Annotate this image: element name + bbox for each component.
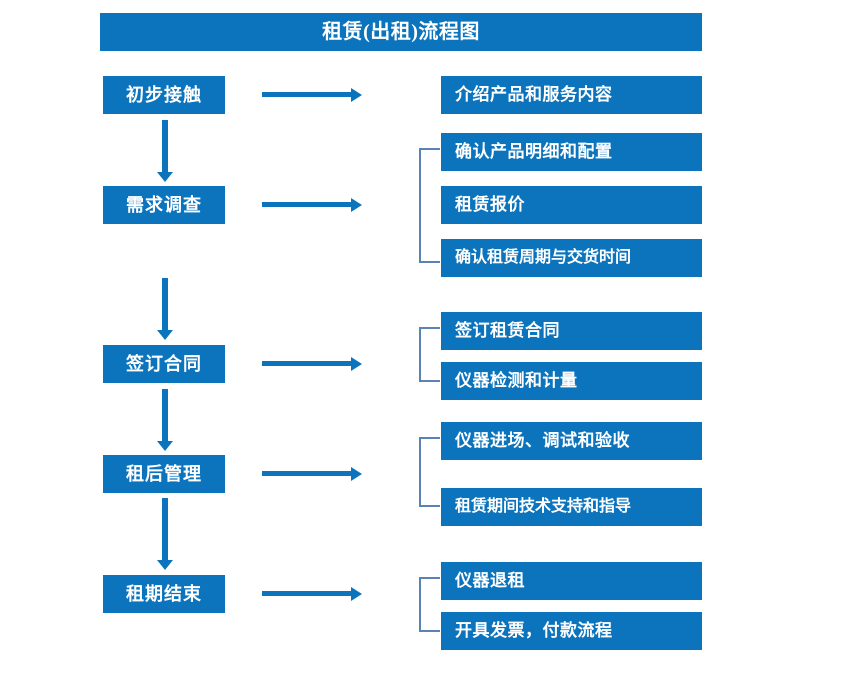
stage-connector-arrow-2 xyxy=(157,278,173,340)
stage-box-5[interactable]: 租期结束 xyxy=(103,575,225,613)
arrow-head-right-icon xyxy=(351,587,362,601)
arrow-shaft xyxy=(162,278,168,330)
arrow-shaft xyxy=(262,202,352,207)
stage-box-3[interactable]: 签订合同 xyxy=(103,345,225,383)
stage-to-task-arrow-1 xyxy=(262,88,362,102)
arrow-head-right-icon xyxy=(351,467,362,481)
arrow-head-right-icon xyxy=(351,198,362,212)
stage-box-2[interactable]: 需求调查 xyxy=(103,186,225,224)
arrow-shaft xyxy=(262,471,352,476)
stage-to-task-arrow-5 xyxy=(262,587,362,601)
arrow-shaft xyxy=(262,591,352,596)
task-box-6[interactable]: 仪器检测和计量 xyxy=(441,362,702,400)
stage-to-task-arrow-2 xyxy=(262,198,362,212)
arrow-head-right-icon xyxy=(351,357,362,371)
stage-connector-arrow-4 xyxy=(157,498,173,570)
task-box-3[interactable]: 租赁报价 xyxy=(441,186,702,224)
arrow-head-down-icon xyxy=(157,172,173,182)
arrow-head-down-icon xyxy=(157,560,173,570)
task-box-9[interactable]: 仪器退租 xyxy=(441,562,702,600)
task-box-5[interactable]: 签订租赁合同 xyxy=(441,312,702,350)
task-box-1[interactable]: 介绍产品和服务内容 xyxy=(441,76,702,114)
task-box-8[interactable]: 租赁期间技术支持和指导 xyxy=(441,488,702,526)
chart-title-banner: 租赁(出租)流程图 xyxy=(100,13,702,51)
arrow-head-down-icon xyxy=(157,441,173,451)
task-box-2[interactable]: 确认产品明细和配置 xyxy=(441,133,702,171)
stage-box-1[interactable]: 初步接触 xyxy=(103,76,225,114)
task-group-bracket-3 xyxy=(419,437,440,507)
arrow-shaft xyxy=(162,498,168,560)
stage-connector-arrow-1 xyxy=(157,120,173,182)
stage-box-4[interactable]: 租后管理 xyxy=(103,455,225,493)
task-box-4[interactable]: 确认租赁周期与交货时间 xyxy=(441,239,702,277)
task-group-bracket-4 xyxy=(419,577,440,632)
arrow-head-right-icon xyxy=(351,88,362,102)
arrow-head-down-icon xyxy=(157,330,173,340)
task-box-7[interactable]: 仪器进场、调试和验收 xyxy=(441,422,702,460)
arrow-shaft xyxy=(162,389,168,441)
arrow-shaft xyxy=(162,120,168,172)
arrow-shaft xyxy=(262,92,352,97)
arrow-shaft xyxy=(262,361,352,366)
task-group-bracket-2 xyxy=(419,327,440,382)
task-box-10[interactable]: 开具发票，付款流程 xyxy=(441,612,702,650)
stage-to-task-arrow-4 xyxy=(262,467,362,481)
stage-to-task-arrow-3 xyxy=(262,357,362,371)
task-group-bracket-1 xyxy=(419,148,440,263)
stage-connector-arrow-3 xyxy=(157,389,173,451)
